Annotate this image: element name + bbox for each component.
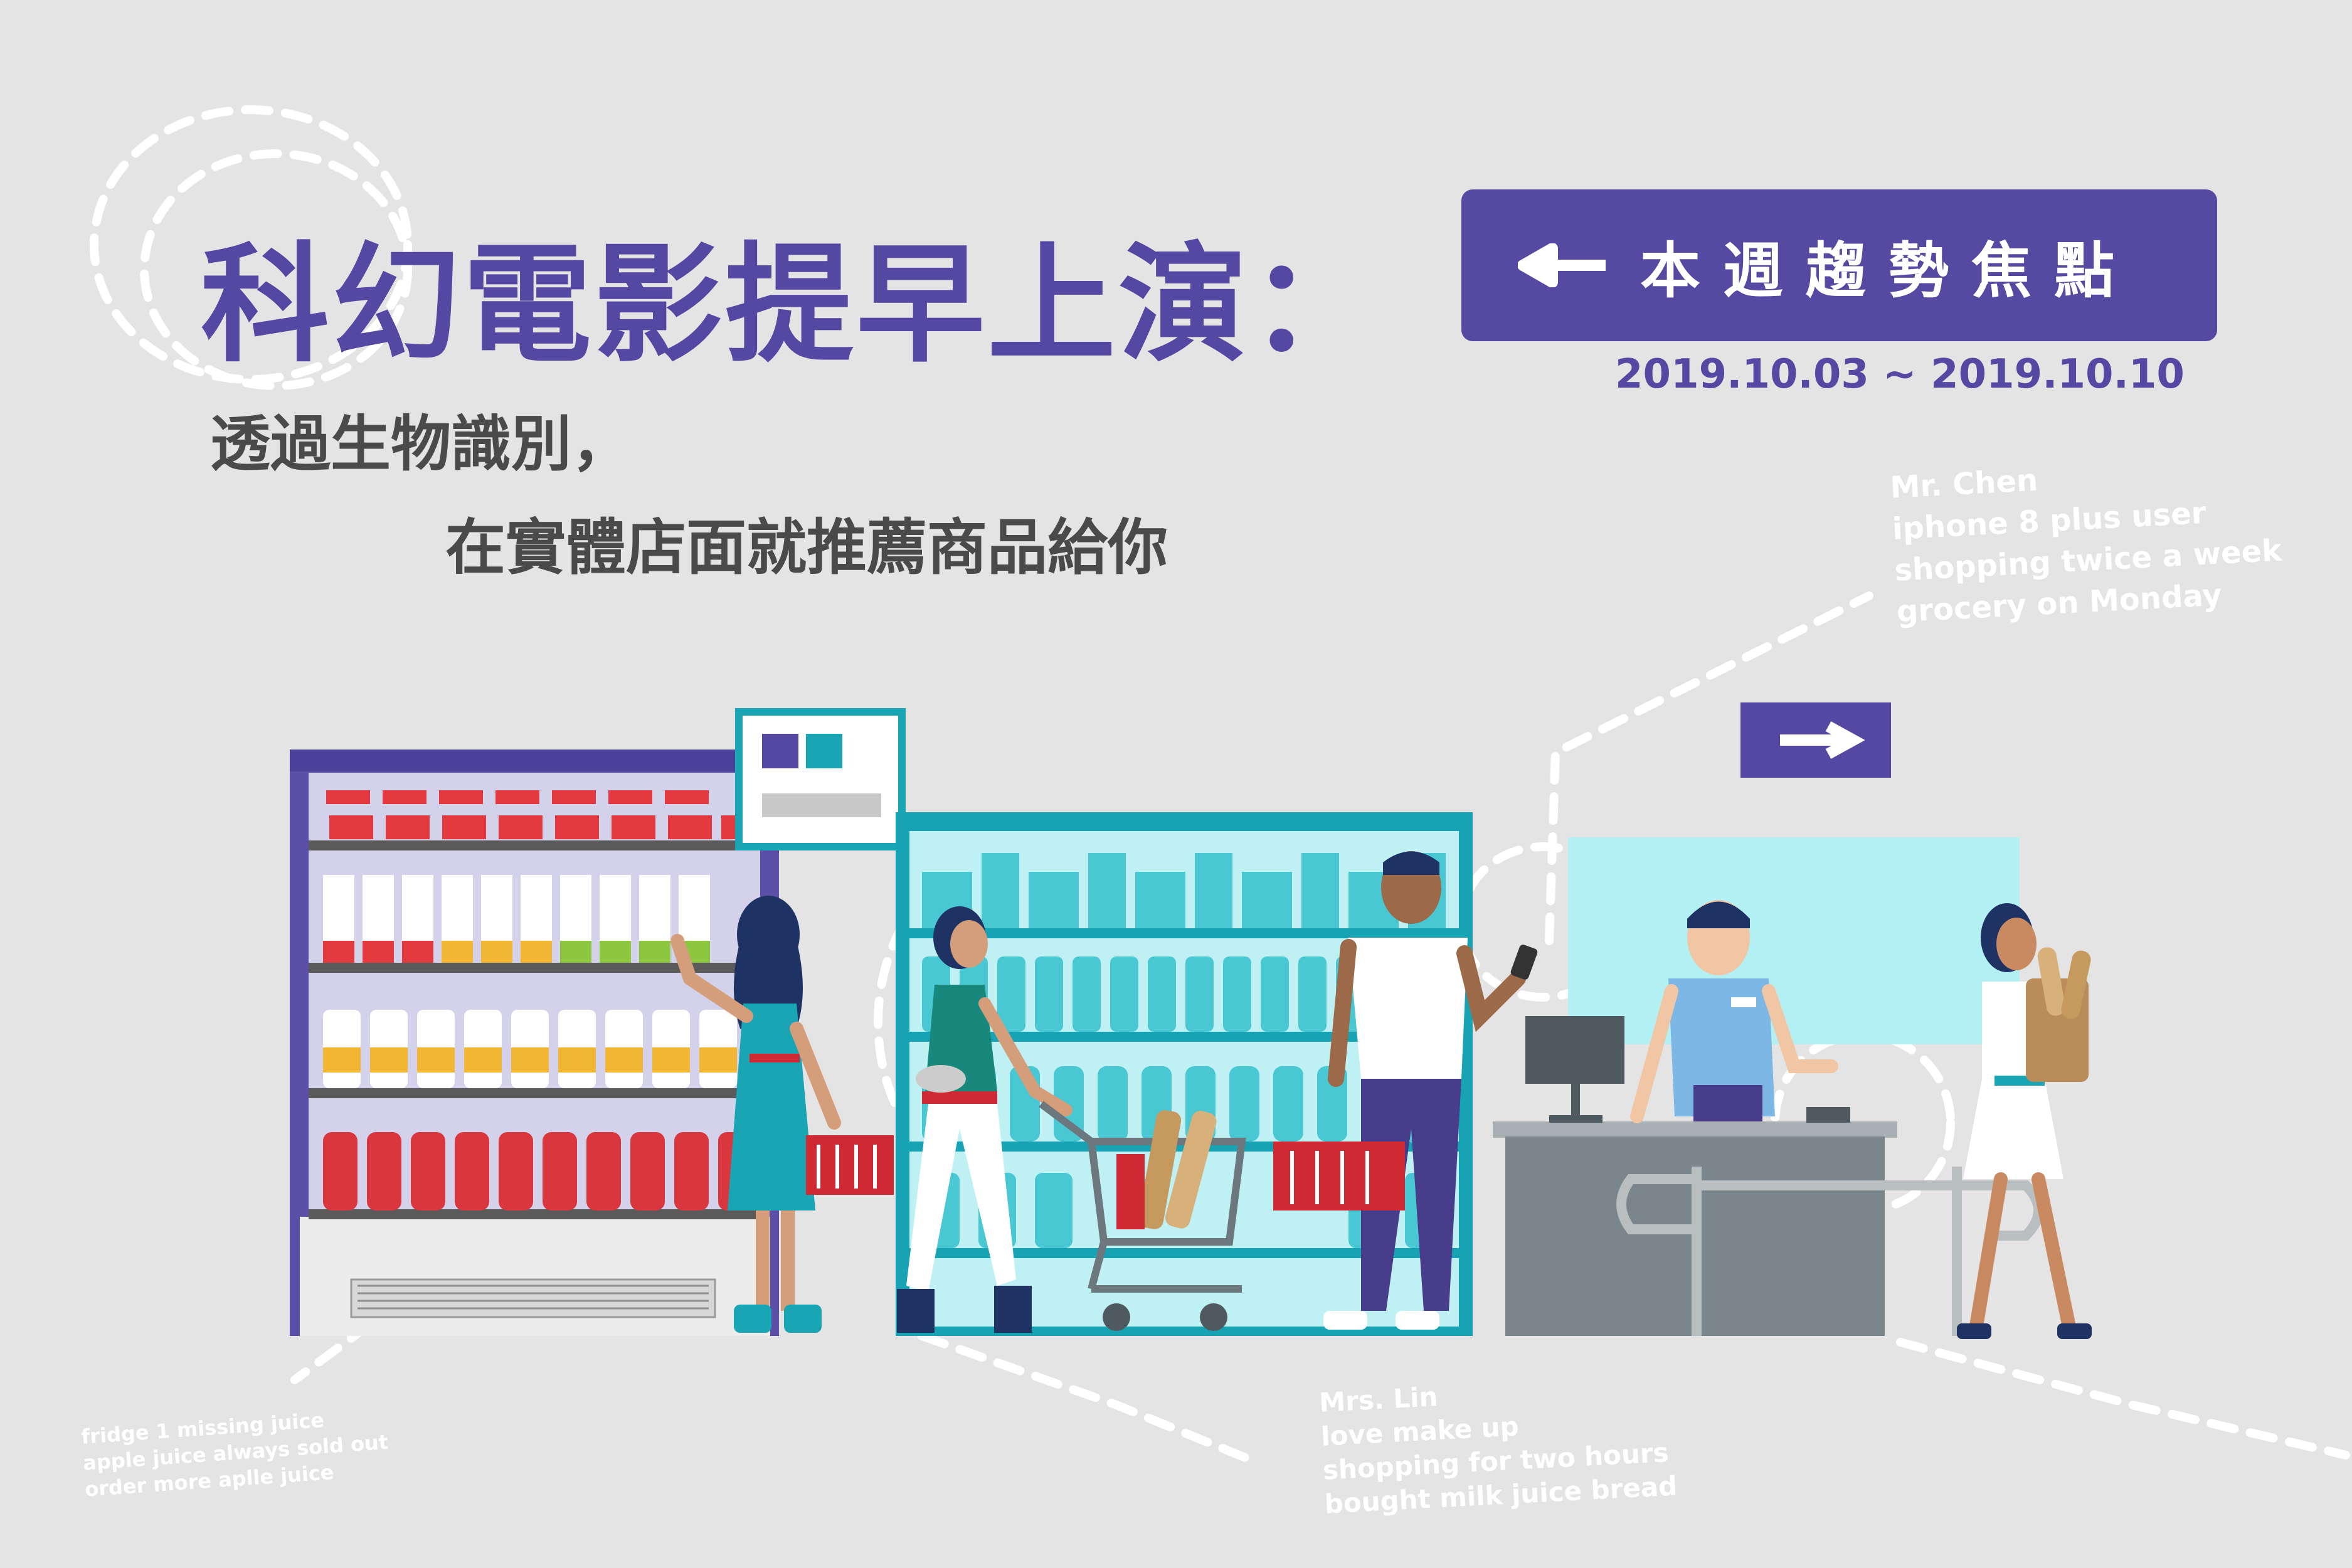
subtitle-line-2: 在實體店面就推薦商品給你 (445, 512, 1168, 583)
shopper-woman-bag (1957, 903, 2092, 1339)
arrow-right-icon (1780, 721, 1865, 759)
subtitle-line-1: 透過生物識別， (210, 409, 632, 479)
weekly-trend-button[interactable]: 本週趨勢焦點 (1461, 189, 2217, 341)
note-mrs-lin: Mrs. Lin love make up shopping for two h… (1318, 1368, 1678, 1522)
shopping-cart (1039, 1101, 1246, 1331)
arrow-left-icon (1518, 243, 1606, 287)
juice-fridge (290, 750, 779, 1336)
shopper-man-phone (1273, 851, 1538, 1330)
note-mr-chen: Mr. Chen iphone 8 plus user shopping twi… (1889, 447, 2285, 633)
page-title: 科幻電影提早上演： (201, 231, 1380, 380)
cashier (1630, 900, 1838, 1123)
weekly-trend-label: 本週趨勢焦點 (1640, 235, 2137, 306)
store-sign (735, 708, 906, 850)
checkout-area (1493, 702, 2043, 1336)
date-range: 2019.10.03 ~ 2019.10.10 (1615, 351, 2185, 398)
shopper-woman-fridge (670, 896, 894, 1333)
shopper-woman-cart (897, 906, 1073, 1333)
